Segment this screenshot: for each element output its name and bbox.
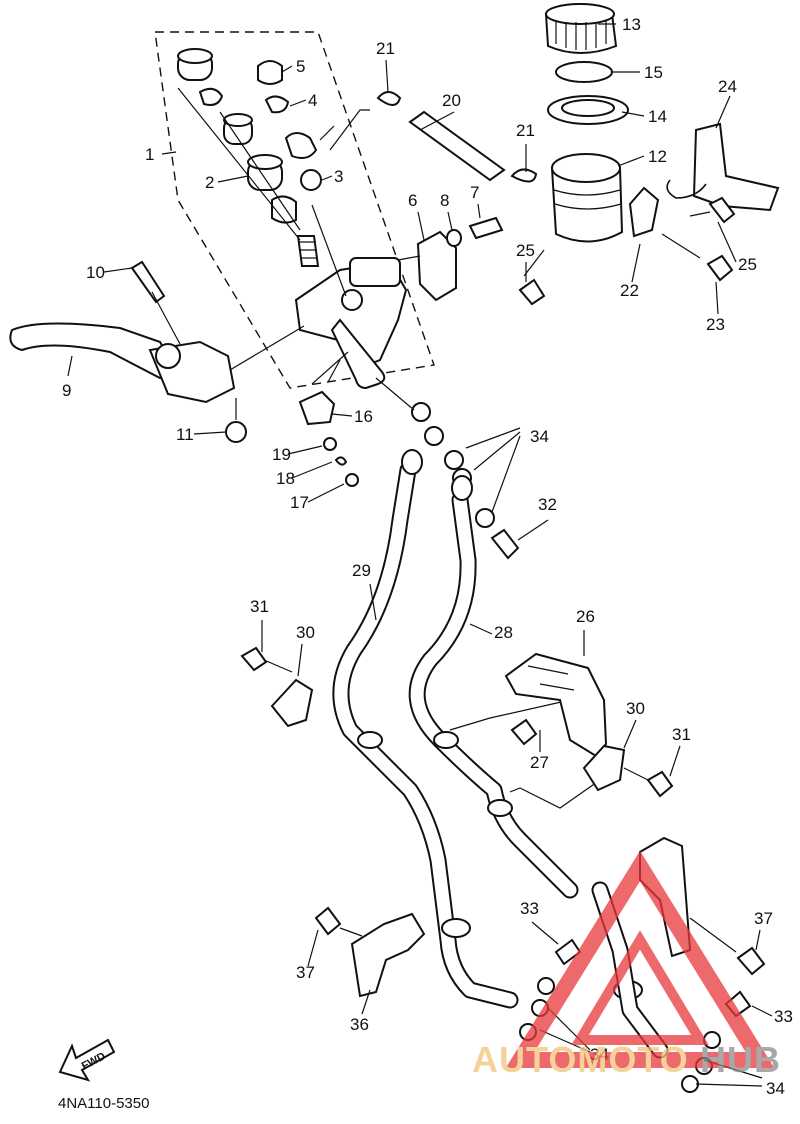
callout: 36 bbox=[350, 1015, 369, 1034]
callout: 31 bbox=[250, 597, 269, 616]
callout: 18 bbox=[276, 469, 295, 488]
callout: 27 bbox=[530, 753, 549, 772]
callout: 28 bbox=[494, 623, 513, 642]
callout: 4 bbox=[308, 91, 317, 110]
callout: 3 bbox=[334, 167, 343, 186]
callout: 26 bbox=[576, 607, 595, 626]
callout: 37 bbox=[754, 909, 773, 928]
callout: 34 bbox=[530, 427, 549, 446]
callout: 6 bbox=[408, 191, 417, 210]
callout: 19 bbox=[272, 445, 291, 464]
union-bolts-33 bbox=[519, 938, 763, 1093]
hose-guide-26 bbox=[504, 652, 608, 758]
callout: 30 bbox=[296, 623, 315, 642]
fwd-arrow-icon: FWD bbox=[58, 1038, 116, 1082]
callout: 16 bbox=[354, 407, 373, 426]
brake-hoses bbox=[332, 449, 669, 1059]
callout: 15 bbox=[644, 63, 663, 82]
kit-parts bbox=[177, 48, 370, 267]
callout: 20 bbox=[442, 91, 461, 110]
clamp-30-left bbox=[240, 646, 314, 728]
callout: 25 bbox=[738, 255, 757, 274]
callout: 7 bbox=[470, 183, 479, 202]
callout: 34 bbox=[766, 1079, 785, 1098]
callout: 37 bbox=[296, 963, 315, 982]
callout: 25 bbox=[516, 241, 535, 260]
callout: 9 bbox=[62, 381, 71, 400]
callout: 24 bbox=[718, 77, 737, 96]
watermark-text: AUTOMOTO bbox=[472, 1039, 689, 1080]
banjo-bolts bbox=[375, 377, 521, 560]
watermark-logo: AUTOMOTO HUB bbox=[472, 850, 781, 1080]
callout: 13 bbox=[622, 15, 641, 34]
reservoir-bracket bbox=[518, 122, 780, 306]
callout: 29 bbox=[352, 561, 371, 580]
callout: 11 bbox=[176, 425, 194, 444]
callout: 30 bbox=[626, 699, 645, 718]
watermark-text-2: HUB bbox=[700, 1039, 781, 1080]
callout: 17 bbox=[290, 493, 309, 512]
pivot-bracket bbox=[397, 216, 504, 302]
callout: 33 bbox=[774, 1007, 793, 1026]
callout: 1 bbox=[145, 145, 154, 164]
callout: 21 bbox=[376, 39, 395, 58]
callout: 31 bbox=[672, 725, 691, 744]
callout: 10 bbox=[86, 263, 105, 282]
callout: 21 bbox=[516, 121, 535, 140]
callout: 5 bbox=[296, 57, 305, 76]
leader-lines bbox=[67, 23, 773, 1017]
callout: 23 bbox=[706, 315, 725, 334]
reservoir-hose bbox=[376, 91, 538, 183]
brake-lever bbox=[9, 260, 305, 443]
reservoir bbox=[523, 3, 660, 277]
diagram-code: 4NA110-5350 bbox=[58, 1095, 149, 1112]
bracket-36 bbox=[314, 906, 426, 998]
callout: 22 bbox=[620, 281, 639, 300]
callout: 32 bbox=[538, 495, 557, 514]
master-cylinder-body bbox=[294, 204, 408, 390]
callout: 8 bbox=[440, 191, 449, 210]
callout: 14 bbox=[648, 107, 667, 126]
brake-switch bbox=[298, 351, 359, 487]
callout: 2 bbox=[205, 173, 214, 192]
callout: 33 bbox=[520, 899, 539, 918]
clamp-30-right bbox=[582, 744, 674, 798]
callout: 12 bbox=[648, 147, 667, 166]
